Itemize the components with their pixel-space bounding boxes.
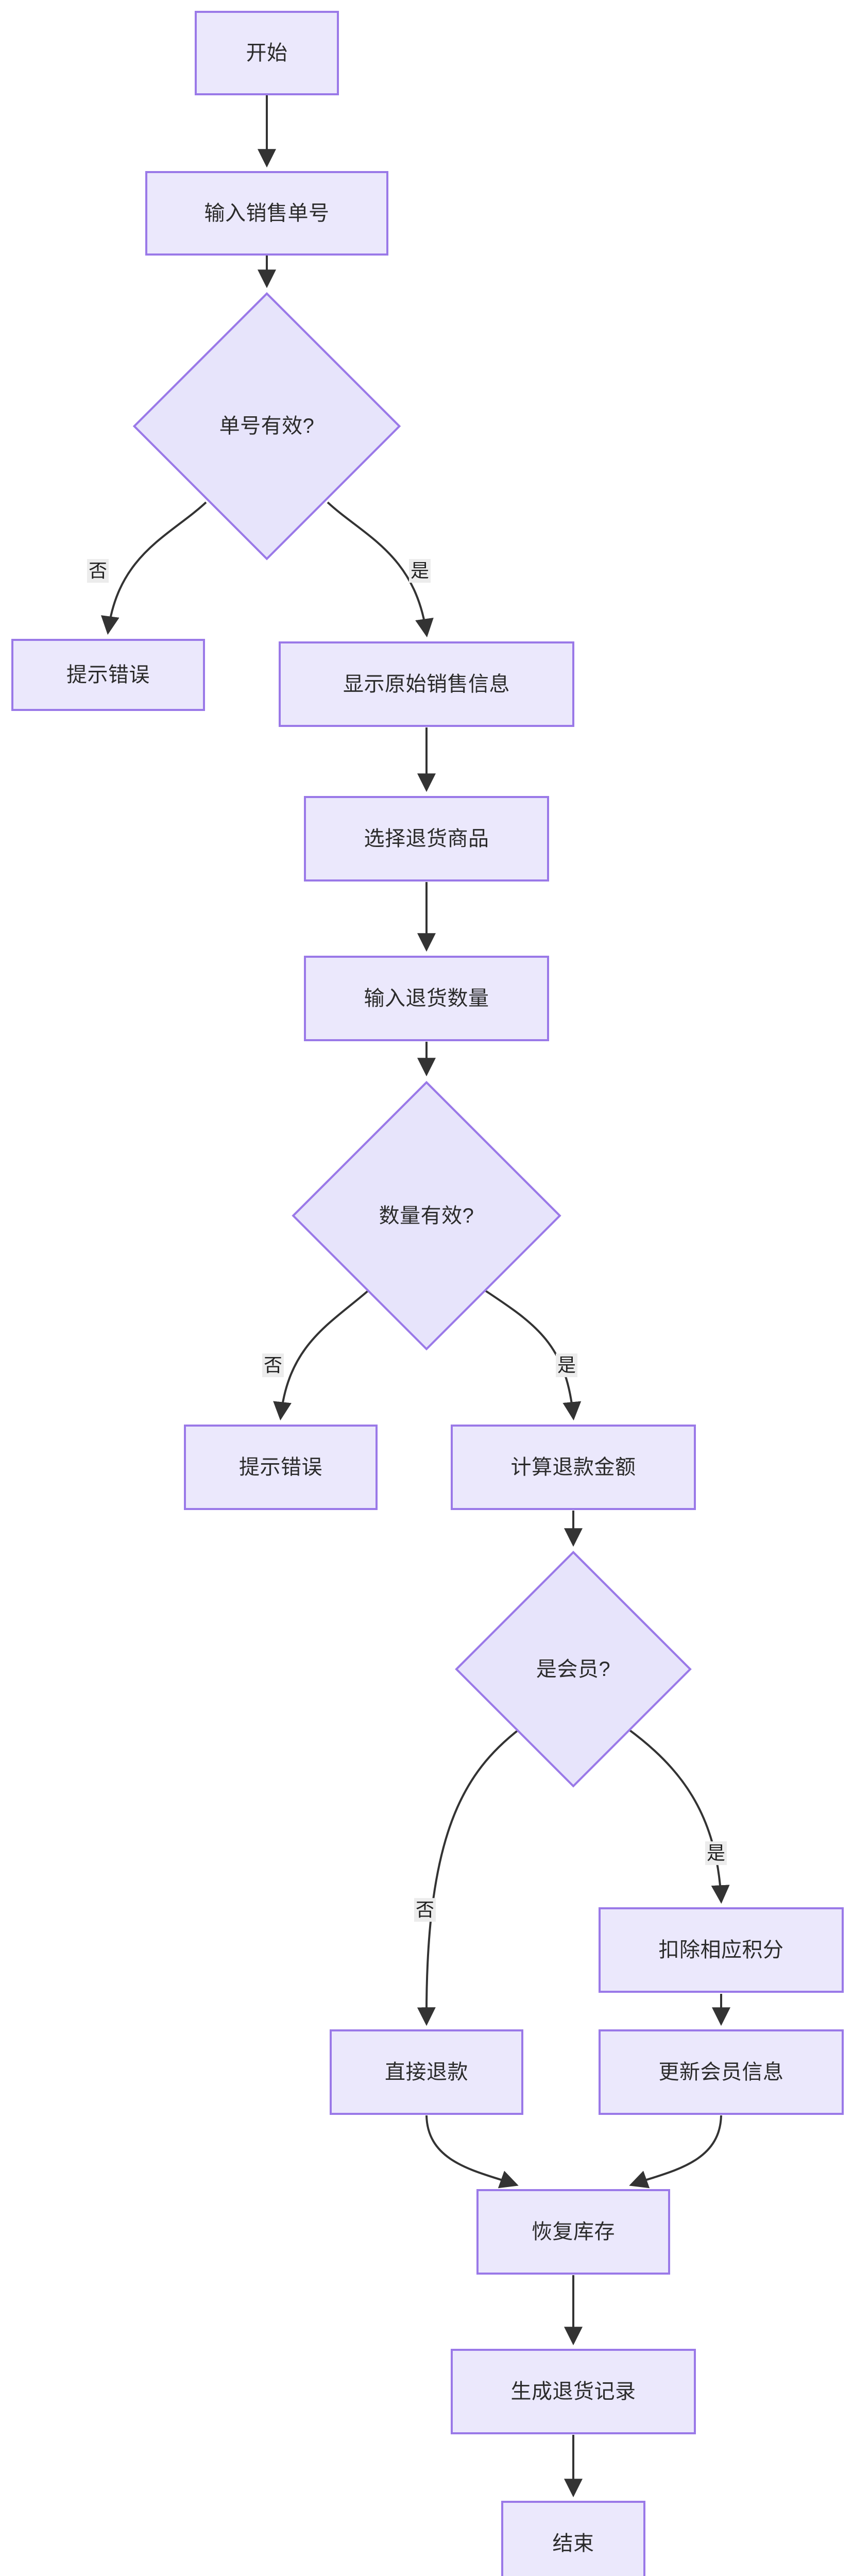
node-qty-valid-label: 数量有效? (379, 1205, 474, 1227)
node-input-return-qty-label: 输入退货数量 (364, 987, 489, 1010)
node-show-sale-info[interactable]: 显示原始销售信息 (279, 641, 574, 727)
edge-label-is-member-yes: 是 (705, 1841, 727, 1865)
node-is-member-label: 是会员? (536, 1658, 611, 1681)
node-restore-inventory-label: 恢复库存 (532, 2221, 615, 2243)
node-start[interactable]: 开始 (195, 11, 339, 95)
edge-label-qty-valid-no: 否 (262, 1353, 284, 1377)
node-update-member-info-label: 更新会员信息 (658, 2061, 784, 2083)
edge-label-order-valid-yes: 是 (408, 559, 431, 583)
node-generate-return-record-label: 生成退货记录 (510, 2380, 636, 2403)
node-generate-return-record[interactable]: 生成退货记录 (451, 2349, 696, 2434)
node-calc-refund-label: 计算退款金额 (510, 1456, 636, 1479)
node-start-label: 开始 (246, 42, 288, 64)
edge-direct-refund-to-restore-inventory (425, 2115, 519, 2189)
node-calc-refund[interactable]: 计算退款金额 (451, 1425, 696, 1510)
edge-label-qty-valid-yes: 是 (555, 1353, 578, 1377)
node-input-order[interactable]: 输入销售单号 (145, 171, 388, 256)
edge-label-is-member-no: 否 (414, 1898, 436, 1922)
node-update-member-info[interactable]: 更新会员信息 (599, 2029, 844, 2115)
node-show-sale-info-label: 显示原始销售信息 (343, 673, 510, 696)
node-deduct-points[interactable]: 扣除相应积分 (599, 1907, 844, 1993)
node-error-1-label: 提示错误 (66, 664, 150, 686)
node-end[interactable]: 结束 (501, 2501, 645, 2576)
node-order-valid-label: 单号有效? (219, 415, 315, 437)
edge-label-order-valid-no: 否 (87, 559, 109, 583)
node-deduct-points-label: 扣除相应积分 (658, 1939, 784, 1961)
edge-update-member-to-restore-inventory (629, 2115, 722, 2189)
node-select-return-item-label: 选择退货商品 (364, 827, 489, 850)
node-qty-valid[interactable]: 数量有效? (292, 1081, 561, 1351)
node-direct-refund-label: 直接退款 (385, 2061, 468, 2083)
node-input-order-label: 输入销售单号 (204, 202, 330, 225)
node-is-member[interactable]: 是会员? (455, 1551, 692, 1788)
node-direct-refund[interactable]: 直接退款 (330, 2029, 523, 2115)
node-select-return-item[interactable]: 选择退货商品 (304, 796, 549, 882)
node-error-2[interactable]: 提示错误 (184, 1425, 378, 1510)
node-input-return-qty[interactable]: 输入退货数量 (304, 956, 549, 1041)
node-order-valid[interactable]: 单号有效? (133, 292, 401, 560)
node-restore-inventory[interactable]: 恢复库存 (476, 2189, 670, 2275)
node-end-label: 结束 (552, 2532, 594, 2555)
node-error-1[interactable]: 提示错误 (11, 639, 205, 711)
node-error-2-label: 提示错误 (239, 1456, 322, 1479)
